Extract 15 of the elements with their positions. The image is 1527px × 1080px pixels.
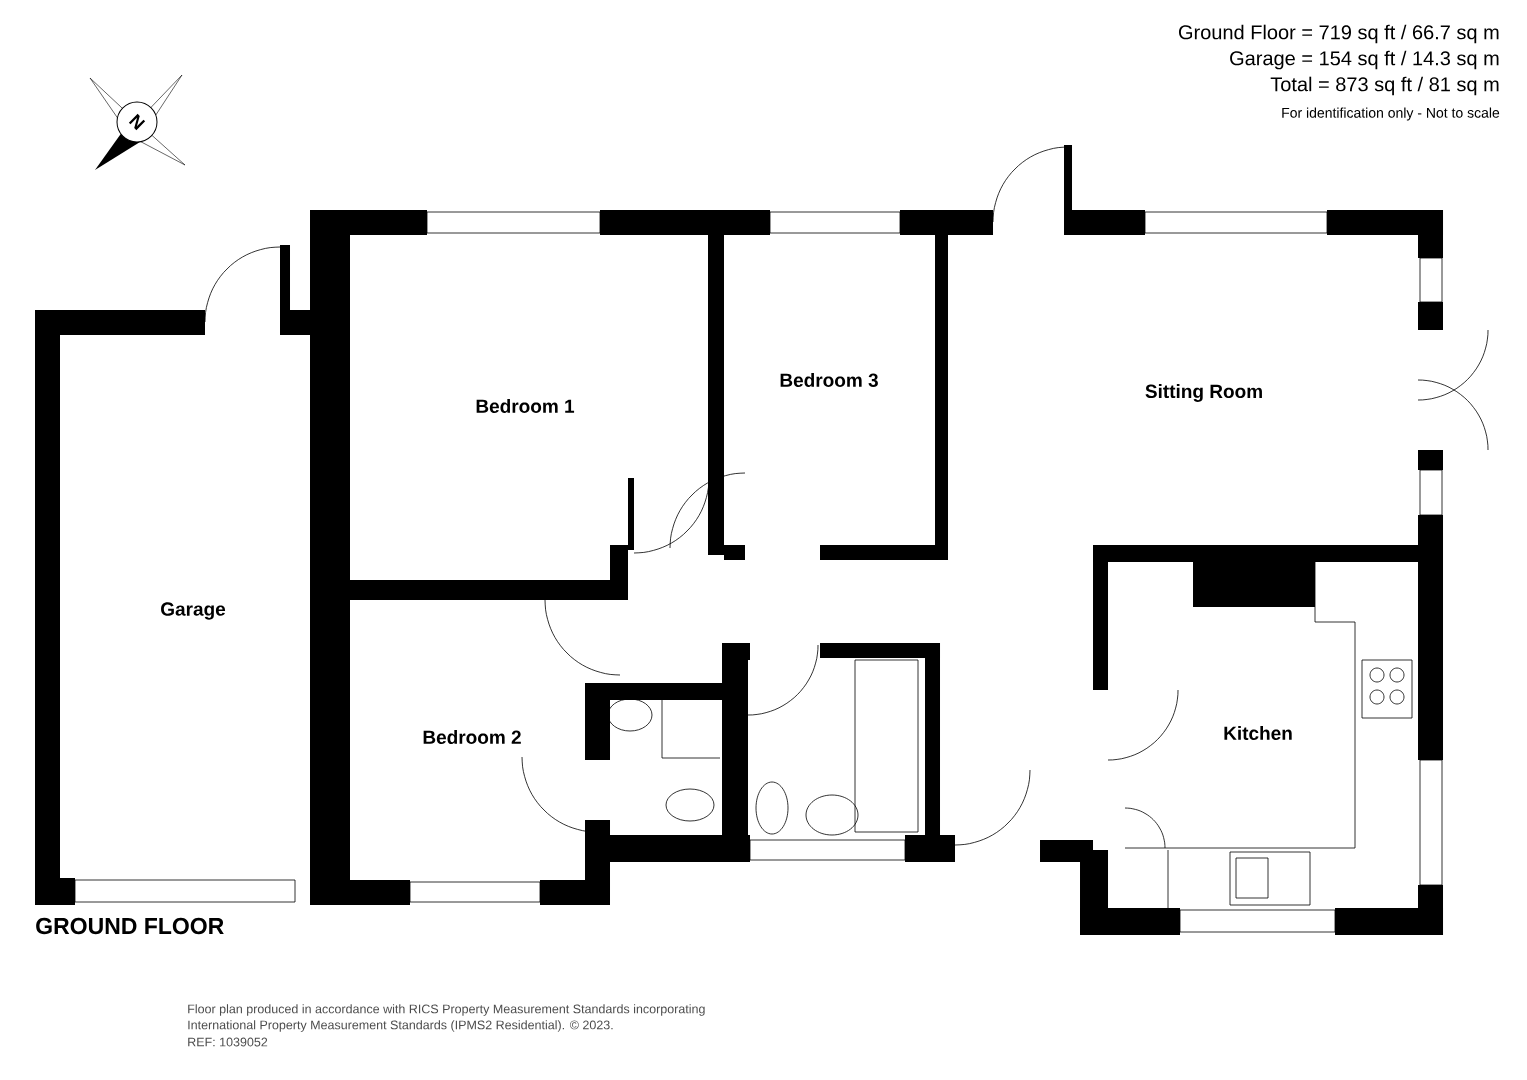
footer-note: Floor plan produced in accordance with RICS Property Measurement Standards incorporating bbox=[188, 1004, 705, 1016]
disclaimer-note: For identification only - Not to scale bbox=[1282, 107, 1500, 121]
floor-title: GROUND FLOOR bbox=[36, 917, 224, 935]
north-label: N bbox=[128, 113, 146, 131]
footer-note: REF: 1039052 bbox=[188, 1037, 268, 1047]
room-label: Bedroom 3 bbox=[780, 373, 878, 387]
room-label: Bedroom 1 bbox=[476, 399, 575, 413]
area-summary: Garage = 154 sq ft / 14.3 sq m bbox=[1230, 50, 1499, 70]
room-label: Bedroom 2 bbox=[423, 730, 521, 744]
room-label: Kitchen bbox=[1224, 726, 1292, 740]
footer-note: International Property Measurement Standards (IPMS2 Residential). © 2023. bbox=[188, 1020, 613, 1032]
room-label: Sitting Room bbox=[1145, 384, 1262, 402]
area-summary: Ground Floor = 719 sq ft / 66.7 sq m bbox=[1179, 24, 1499, 44]
room-label: Garage bbox=[161, 602, 226, 620]
area-summary: Total = 873 sq ft / 81 sq m bbox=[1270, 76, 1499, 96]
